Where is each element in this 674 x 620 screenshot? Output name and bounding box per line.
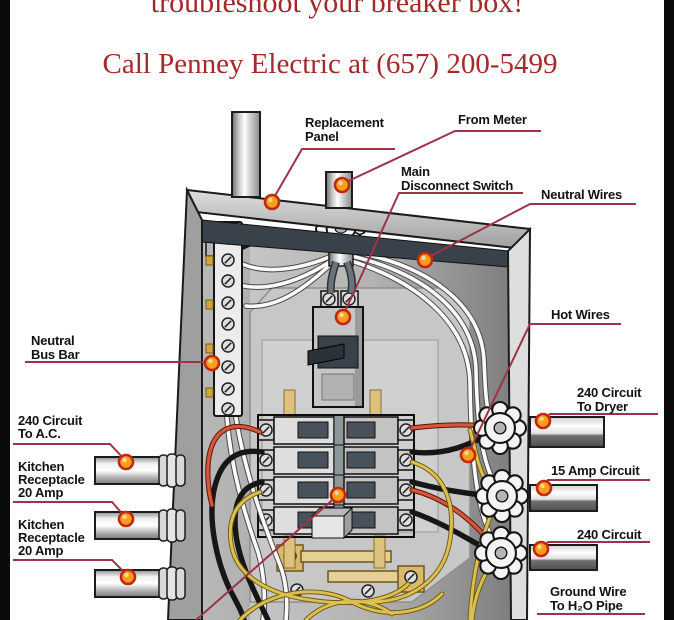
label-line: Receptacle <box>18 472 85 487</box>
conduit-240-ac <box>94 453 186 488</box>
dot-kitchen-2 <box>119 568 137 586</box>
label-line: Replacement <box>305 115 385 130</box>
phone-text: Call Penney Electric at (657) 200-5499 <box>102 48 557 80</box>
callout-kitchen-2: Kitchen Receptacle 20 Amp <box>18 517 85 558</box>
dot-hot-wires <box>459 446 477 464</box>
label-line: Disconnect Switch <box>401 178 513 193</box>
label-line: Kitchen <box>18 459 65 474</box>
label-line: 240 Circuit <box>577 527 642 542</box>
terminal-screw <box>259 483 273 497</box>
callout-hot-wires: Hot Wires <box>551 307 610 322</box>
callout-240-ac: 240 Circuit To A.C. <box>18 413 83 441</box>
label-line: To A.C. <box>18 426 61 441</box>
label-line: 20 Amp <box>18 543 64 558</box>
label-line: Bus Bar <box>31 347 80 362</box>
panel-screw <box>361 584 375 598</box>
dot-main-disconnect <box>334 308 352 326</box>
label-line: 240 Circuit <box>577 385 642 400</box>
cable-clamp <box>474 468 530 524</box>
cable-clamp <box>472 400 528 456</box>
left-conduits <box>94 453 186 601</box>
wire-lug-cube <box>310 506 354 540</box>
label-line: To H₂O Pipe <box>550 598 623 613</box>
terminal-screw <box>259 453 273 467</box>
callout-240: 240 Circuit <box>577 527 642 542</box>
label-line: Main <box>401 164 430 179</box>
callout-neutral-bus-bar: Neutral Bus Bar <box>31 333 80 362</box>
label-line: 20 Amp <box>18 485 64 500</box>
dot-from-meter <box>333 176 351 194</box>
bus-screw <box>221 402 235 416</box>
dot-kitchen-1 <box>117 510 135 528</box>
ground-lug-screw <box>404 570 418 584</box>
callout-kitchen-1: Kitchen Receptacle 20 Amp <box>18 459 85 500</box>
bus-strips <box>283 389 386 569</box>
callout-neutral-wires: Neutral Wires <box>541 187 622 202</box>
dot-240-dryer <box>534 412 552 430</box>
right-frame-bar <box>664 0 674 620</box>
dot-neutral-wires <box>416 251 434 269</box>
terminal-screw <box>259 423 273 437</box>
right-conduits <box>529 416 605 571</box>
callout-from-meter: From Meter <box>458 112 527 127</box>
main-disconnect-switch <box>307 290 364 408</box>
lug-screw <box>322 292 336 306</box>
dot-15-amp <box>535 479 553 497</box>
replacement-panel-conduit <box>231 111 261 198</box>
dot-neutral-bus-bar <box>203 354 221 372</box>
left-frame-bar <box>0 0 10 620</box>
callout-15-amp: 15 Amp Circuit <box>551 463 641 478</box>
breaker-row <box>257 444 415 477</box>
terminal-screw <box>399 453 413 467</box>
bus-screw <box>221 274 235 288</box>
cable-clamp <box>473 525 529 581</box>
dot-240-ac <box>117 453 135 471</box>
label-line: Panel <box>305 129 339 144</box>
callout-ground-wire: Ground Wire To H₂O Pipe <box>550 584 627 613</box>
label-line: 240 Circuit <box>18 413 83 428</box>
label-line: From Meter <box>458 112 527 127</box>
bus-screw <box>221 339 235 353</box>
conduit-kitchen-2 <box>94 566 186 601</box>
label-line: Ground Wire <box>550 584 626 599</box>
callout-replacement-panel: Replacement Panel <box>305 115 385 144</box>
bus-screw <box>221 360 235 374</box>
terminal-screw <box>399 423 413 437</box>
label-line: Neutral <box>31 333 74 348</box>
bus-pins <box>205 255 214 398</box>
breaker-row <box>257 414 415 447</box>
label-line: To Dryer <box>577 399 628 414</box>
dot-replacement-panel <box>263 193 281 211</box>
bus-screw <box>221 382 235 396</box>
label-line: Hot Wires <box>551 307 610 322</box>
callout-main-disconnect: Main Disconnect Switch <box>401 164 514 193</box>
headline-text: troubleshoot your breaker box! <box>151 0 523 19</box>
dot-240 <box>532 540 550 558</box>
callout-240-dryer: 240 Circuit To Dryer <box>577 385 642 414</box>
label-line: Kitchen <box>18 517 65 532</box>
label-line: 15 Amp Circuit <box>551 463 640 478</box>
bus-screw <box>221 317 235 331</box>
breaker-block <box>257 414 415 540</box>
conduit-kitchen-1 <box>94 508 186 543</box>
dot-breakers <box>329 486 347 504</box>
label-line: Neutral Wires <box>541 187 622 202</box>
bus-screw <box>221 296 235 310</box>
terminal-screw <box>399 513 413 527</box>
label-line: Receptacle <box>18 530 85 545</box>
bus-screw <box>221 253 235 267</box>
